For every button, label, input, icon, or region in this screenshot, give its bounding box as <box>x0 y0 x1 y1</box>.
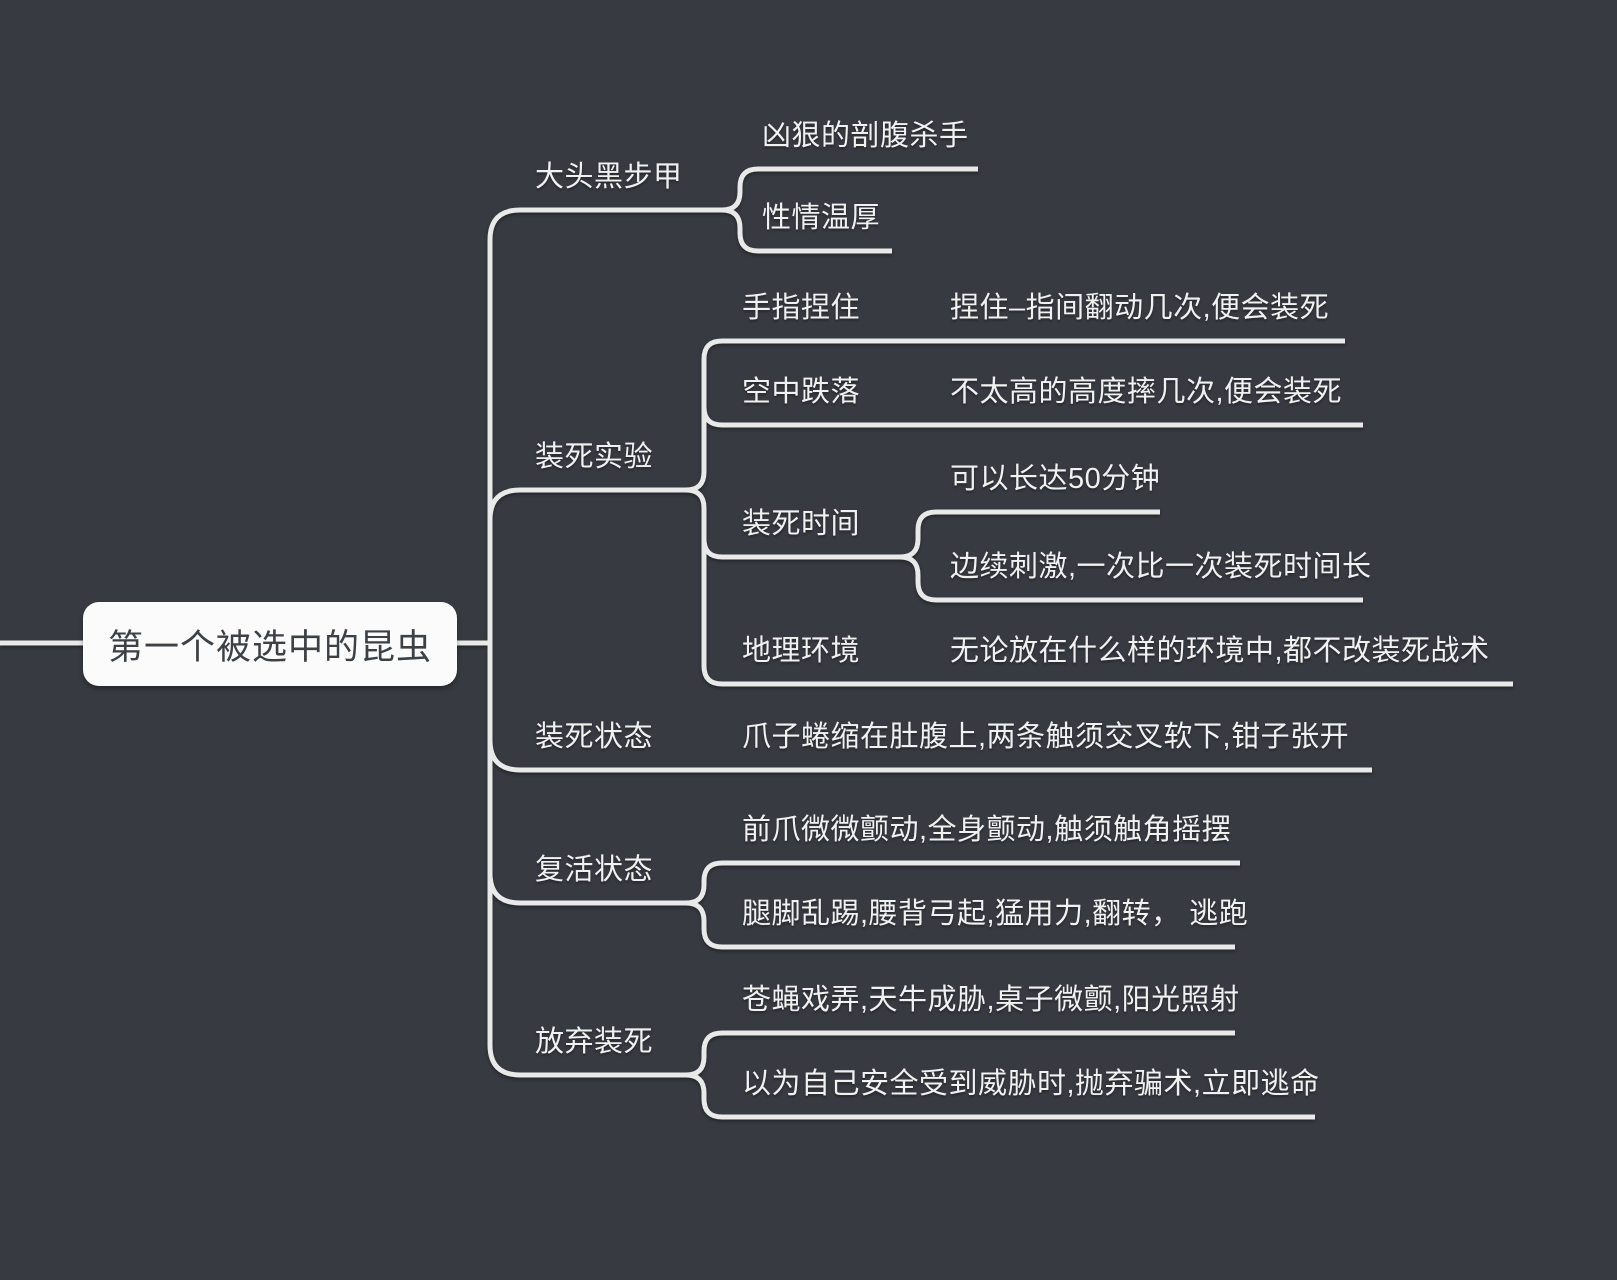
node-feign-death-state[interactable]: 装死状态 <box>535 721 654 753</box>
connector-abandon-escape <box>685 1072 1315 1120</box>
node-geography[interactable]: 地理环境 <box>742 635 861 667</box>
connector-abandon-triggers <box>685 1030 1235 1078</box>
note-geography[interactable]: 无论放在什么样的环境中,都不改装死战术 <box>950 635 1490 667</box>
node-fierce-killer[interactable]: 凶狠的剖腹杀手 <box>762 120 969 152</box>
connector-fifty-minutes <box>899 509 1160 560</box>
node-abandon-feign-death[interactable]: 放弃装死 <box>535 1026 654 1058</box>
root-topic-label: 第一个被选中的昆虫 <box>107 627 432 667</box>
connector-killer <box>721 166 978 213</box>
connector-air-drop <box>701 406 1363 428</box>
connector-branch-experiment <box>487 487 686 521</box>
connector-geography <box>685 487 1513 687</box>
node-death-duration[interactable]: 装死时间 <box>742 508 861 540</box>
node-beetle-name[interactable]: 大头黑步甲 <box>535 161 683 193</box>
node-fifty-minutes[interactable]: 可以长达50分钟 <box>950 463 1161 495</box>
node-repeat-stimulus[interactable]: 边续刺激,一次比一次装死时间长 <box>950 551 1372 583</box>
note-air-drop[interactable]: 不太高的高度摔几次,便会装死 <box>950 376 1343 408</box>
connector-revival-kick <box>685 900 1235 950</box>
node-revival-tremble[interactable]: 前爪微微颤动,全身颤动,触须触角摇摆 <box>742 814 1232 846</box>
note-feign-death-state[interactable]: 爪子蜷缩在肚腹上,两条触须交叉软下,钳子张开 <box>742 721 1350 753</box>
node-revival-state[interactable]: 复活状态 <box>535 854 654 886</box>
node-feign-death-experiment[interactable]: 装死实验 <box>535 441 654 473</box>
connector-repeat-stimulus <box>899 554 1363 603</box>
connector-branch-death-state <box>487 739 1372 773</box>
node-root-topic[interactable]: 第一个被选中的昆虫 <box>83 602 457 686</box>
connector-revival-tremble <box>685 860 1240 906</box>
node-finger-pinch[interactable]: 手指捏住 <box>742 292 861 324</box>
note-finger-pinch[interactable]: 捏住–指间翻动几次,便会装死 <box>950 292 1330 324</box>
connector-finger-pinch <box>685 338 1345 493</box>
connector-trunk <box>487 207 722 1078</box>
node-revival-kick[interactable]: 腿脚乱踢,腰背弓起,猛用力,翻转， 逃跑 <box>742 898 1249 930</box>
connector-branch-revival <box>487 872 686 906</box>
node-abandon-escape[interactable]: 以为自己安全受到威胁时,抛弃骗术,立即逃命 <box>742 1068 1320 1100</box>
connector-death-duration <box>701 538 900 560</box>
node-abandon-triggers[interactable]: 苍蝇戏弄,天牛成胁,桌子微颤,阳光照射 <box>742 984 1240 1016</box>
connector-gentle <box>721 207 892 254</box>
node-gentle-nature[interactable]: 性情温厚 <box>762 202 881 234</box>
node-air-drop[interactable]: 空中跌落 <box>742 376 861 408</box>
